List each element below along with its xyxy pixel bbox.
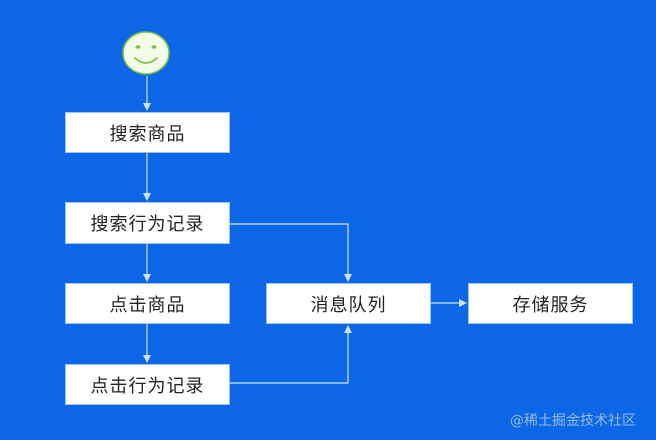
node-message-queue: 消息队列 — [266, 283, 431, 324]
node-search-behavior-log-label: 搜索行为记录 — [90, 214, 205, 235]
node-storage-service-label: 存储服务 — [512, 294, 589, 316]
node-search-products-label: 搜索商品 — [109, 123, 186, 145]
watermark: @稀土掘金技术社区 — [510, 413, 636, 429]
edge-click-log-to-message-queue — [230, 325, 352, 384]
node-click-behavior-log: 点击行为记录 — [65, 364, 230, 405]
node-search-behavior-log: 搜索行为记录 — [65, 202, 230, 244]
smiley-face-icon — [122, 31, 170, 75]
edge-search-log-to-message-queue — [230, 223, 352, 282]
node-click-product-label: 点击商品 — [109, 294, 186, 316]
node-message-queue-label: 消息队列 — [310, 294, 387, 316]
node-storage-service: 存储服务 — [468, 283, 633, 324]
node-click-product: 点击商品 — [65, 283, 230, 324]
node-click-behavior-log-label: 点击行为记录 — [90, 375, 205, 397]
node-search-products: 搜索商品 — [65, 112, 230, 153]
